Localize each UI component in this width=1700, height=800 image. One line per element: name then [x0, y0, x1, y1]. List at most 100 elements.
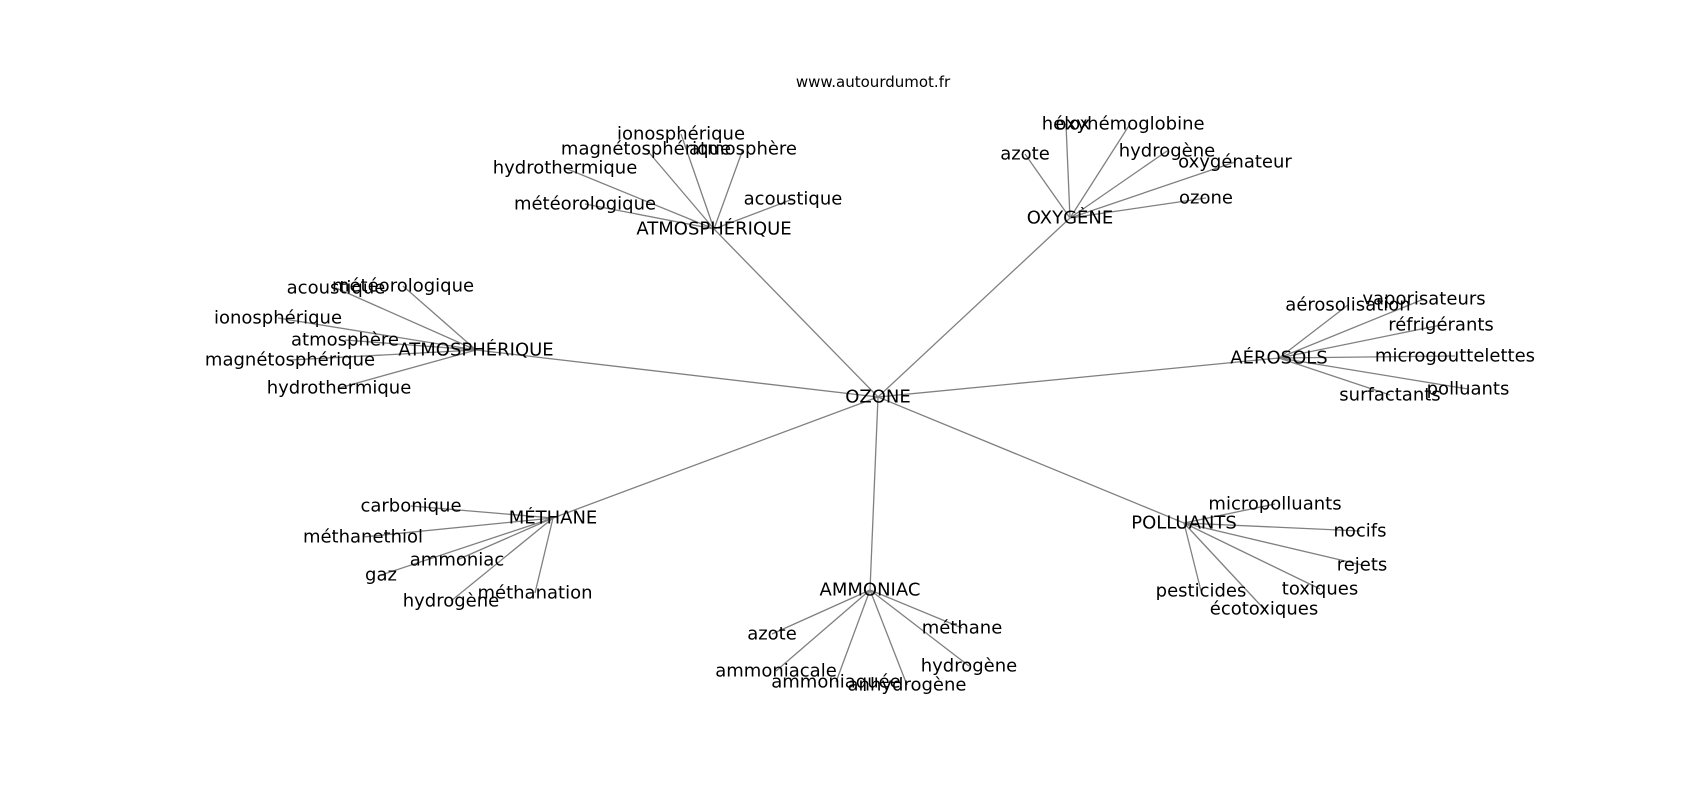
edge-atmospherique-magnetospherique [289, 349, 477, 361]
edge-center-atmospherique-2 [475, 349, 879, 398]
edge-atmospherique-meteorologique [402, 285, 477, 351]
labels-layer: OZONEATMOSPHÉRIQUEionosphériquemagnétosp… [205, 114, 1535, 696]
leaf-node-label-toxiques: toxiques [1282, 579, 1358, 600]
leaf-node-label-ammoniac: ammoniac [410, 550, 504, 571]
edge-ammoniac-ammoniaquee [835, 589, 871, 683]
leaf-node-label-hydrothermique: hydrothermique [493, 158, 638, 179]
leaf-node-label-ecotoxiques: écotoxiques [1210, 599, 1318, 620]
edge-oxygene-oxyhemoglobine [1069, 123, 1131, 219]
leaf-node-label-acoustique: acoustique [744, 189, 843, 210]
leaf-node-label-acoustique: acoustique [287, 278, 386, 299]
leaf-node-label-surfactants: surfactants [1339, 385, 1440, 406]
edge-aerosols-refrigerants [1278, 324, 1442, 359]
leaf-node-label-nocifs: nocifs [1333, 521, 1386, 542]
hub-node-label-ammoniac: AMMONIAC [820, 580, 921, 601]
leaf-node-label-methane: méthane [922, 618, 1003, 639]
leaf-node-label-hydrothermique: hydrothermique [267, 378, 412, 399]
edge-center-aerosols-3 [877, 357, 1280, 398]
leaf-node-label-ionospherique: ionosphérique [617, 124, 745, 145]
leaf-node-label-gaz: gaz [365, 565, 397, 586]
leaf-node-label-ammoniacale: ammoniacale [715, 661, 837, 682]
site-url: www.autourdumot.fr [796, 73, 951, 91]
edge-aerosols-microgouttelettes [1278, 355, 1456, 359]
leaf-node-label-azote: azote [1000, 144, 1050, 165]
leaf-node-label-aerosolisation: aérosolisation [1285, 295, 1410, 316]
edge-polluants-micropolluants [1183, 503, 1276, 524]
edge-atmospherique-atmosphere [344, 339, 477, 351]
edge-ammoniac-methane [869, 589, 963, 629]
leaf-node-label-helox: hélox [1042, 114, 1091, 135]
leaf-node-label-ammoniaquee: ammoniaquée [771, 672, 901, 693]
edge-atmospherique-atmosphere [713, 148, 744, 230]
edge-atmospherique-hydrothermique [338, 349, 477, 389]
edge-oxygene-hydrogene [1069, 150, 1168, 219]
edge-oxygene-ozone [1069, 197, 1207, 219]
edge-ammoniac-hydrogene [869, 589, 970, 667]
leaf-node-label-oxygenateur: oxygénateur [1178, 152, 1292, 173]
edge-aerosols-polluants [1278, 357, 1469, 390]
leaf-node-label-pesticides: pesticides [1156, 581, 1247, 602]
edge-oxygene-oxygenateur [1069, 161, 1236, 219]
edge-polluants-pesticides [1183, 522, 1202, 592]
leaf-node-label-meteorologique: météorologique [332, 276, 474, 297]
hub-node-label-aerosols: AÉROSOLS [1230, 347, 1327, 369]
center-node-label: OZONE [845, 387, 911, 408]
edge-center-atmospherique-0 [713, 228, 879, 398]
edge-methane-methanation [534, 517, 554, 594]
leaf-node-label-hydrogene: hydrogène [921, 656, 1018, 677]
edge-methane-gaz [380, 517, 554, 576]
edge-methane-ammoniac [456, 517, 554, 561]
edge-polluants-rejets [1183, 522, 1363, 566]
leaf-node-label-methanation: méthanation [477, 583, 592, 604]
edge-polluants-toxiques [1183, 522, 1321, 590]
leaf-node-label-magnetospherique: magnétosphérique [561, 139, 731, 160]
leaf-node-label-oxyhemoglobine: oxyhémoglobine [1055, 114, 1204, 135]
leaf-node-label-hydrogene: hydrogène [403, 591, 500, 612]
leaf-node-label-magnetospherique: magnétosphérique [205, 350, 375, 371]
edge-polluants-ecotoxiques [1183, 522, 1265, 610]
edge-polluants-nocifs [1183, 522, 1361, 532]
edge-methane-methanethiol [362, 517, 554, 538]
edge-atmospherique-ionospherique [680, 133, 715, 230]
edge-center-oxygene-1 [877, 217, 1071, 398]
leaf-node-label-micropolluants: micropolluants [1208, 494, 1341, 515]
leaf-node-label-vaporisateurs: vaporisateurs [1362, 289, 1485, 310]
edge-oxygene-azote [1024, 153, 1071, 219]
edge-atmospherique-acoustique [335, 287, 477, 351]
leaf-node-label-polluants: polluants [1427, 379, 1510, 400]
leaf-node-label-hydrogene: hydrogène [1119, 141, 1216, 162]
hub-node-label-atmospherique: ATMOSPHÉRIQUE [398, 339, 553, 361]
edge-methane-hydrogene [450, 517, 554, 602]
edge-aerosols-aerosolisation [1278, 304, 1349, 359]
edge-methane-carbonique [410, 505, 554, 519]
edge-ammoniac-azote [771, 589, 871, 635]
edge-center-polluants-6 [877, 396, 1185, 524]
leaf-node-label-carbonique: carbonique [360, 496, 461, 517]
edge-center-ammoniac-5 [869, 396, 879, 591]
leaf-node-label-anhydrogene: anhydrogène [848, 675, 967, 696]
leaf-node-label-microgouttelettes: microgouttelettes [1375, 346, 1535, 367]
edge-ammoniac-ammoniacale [775, 589, 871, 672]
edge-aerosols-surfactants [1278, 357, 1391, 396]
leaf-node-label-atmosphere: atmosphère [291, 330, 399, 351]
edge-atmospherique-magnetospherique [645, 148, 715, 230]
edge-atmospherique-acoustique [713, 198, 794, 230]
edge-ammoniac-anhydrogene [869, 589, 908, 686]
hub-node-label-atmospherique: ATMOSPHÉRIQUE [636, 218, 791, 240]
leaf-node-label-rejets: rejets [1337, 555, 1388, 576]
leaf-node-label-refrigerants: réfrigérants [1388, 315, 1494, 336]
hub-node-label-oxygene: OXYGÈNE [1027, 207, 1114, 229]
edge-oxygene-helox [1065, 123, 1071, 219]
edge-aerosols-vaporisateurs [1278, 298, 1425, 359]
leaf-node-label-meteorologique: météorologique [514, 194, 656, 215]
hub-node-label-polluants: POLLUANTS [1131, 513, 1237, 534]
leaf-node-label-ionospherique: ionosphérique [214, 308, 342, 329]
leaf-node-label-methanethiol: méthanethiol [303, 527, 423, 548]
edge-atmospherique-hydrothermique [564, 167, 715, 230]
edge-center-methane-4 [552, 396, 879, 519]
hub-node-label-methane: MÉTHANE [509, 507, 598, 529]
leaf-node-label-azote: azote [747, 624, 797, 645]
edge-atmospherique-meteorologique [584, 203, 715, 230]
leaf-node-label-atmosphere: atmosphère [689, 139, 797, 160]
